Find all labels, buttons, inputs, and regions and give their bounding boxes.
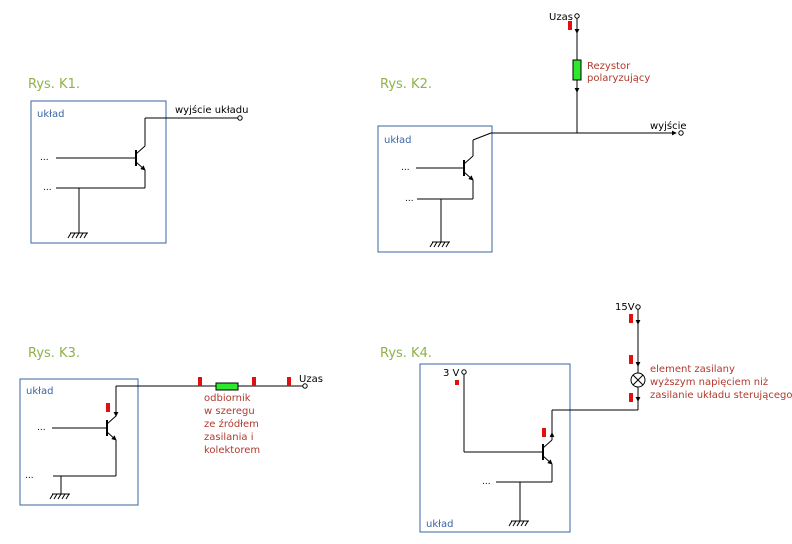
fig-k3-input-dots-1: ... — [37, 423, 46, 433]
fig-k2-input-dots-2: ... — [405, 194, 414, 204]
fig-k3-load — [215, 382, 239, 391]
fig-k4-wires — [463, 309, 641, 527]
fig-k4-element-label-1: element zasilany — [650, 364, 735, 375]
fig-k4-marker-3v — [455, 380, 459, 385]
fig-k3-box — [19, 378, 139, 506]
fig-k3-input-dots-2: ... — [25, 471, 34, 481]
fig-k4-marker-3 — [629, 393, 633, 402]
fig-k3-marker-collector — [106, 403, 110, 412]
figure-k2: Rys. K2. układ Uzas — [377, 12, 687, 253]
fig-k3-box-label: układ — [26, 386, 53, 397]
fig-k3-load-label-5: kolektorem — [204, 445, 260, 456]
fig-k1-box-label: układ — [37, 109, 64, 120]
fig-k4-marker-2 — [629, 355, 633, 364]
fig-k3-supply-label: Uzas — [299, 374, 323, 385]
fig-k3-load-label-1: odbiornik — [204, 393, 251, 404]
fig-k1-output-terminal — [237, 115, 243, 121]
fig-k2-resistor — [572, 59, 582, 81]
fig-k2-marker-top — [568, 21, 572, 30]
fig-k4-marker-collector — [542, 428, 546, 437]
figure-k3: Rys. K3. układ Uzas — [19, 346, 323, 506]
fig-k4-supply-high-label: 15V — [615, 302, 635, 313]
fig-k1-output-label: wyjście układu — [175, 104, 248, 116]
fig-k3-wires — [49, 385, 303, 500]
fig-k2-supply-terminal — [574, 13, 580, 19]
fig-k3-supply-terminal — [302, 383, 308, 389]
fig-k1-input-dots-1: ... — [40, 153, 49, 163]
figure-k4: Rys. K4. układ 3 V 15V — [380, 302, 792, 533]
fig-k3-marker-2 — [252, 377, 256, 386]
fig-k3-load-label-4: zasilania i — [204, 432, 253, 443]
fig-k2-box — [377, 125, 493, 253]
fig-k4-element-label-3: zasilanie układu sterującego — [650, 390, 792, 401]
fig-k3-marker-1 — [198, 377, 202, 386]
fig-k4-box — [419, 363, 571, 533]
fig-k4-supply-high-terminal — [635, 304, 641, 310]
fig-k2-output-terminal — [678, 130, 684, 136]
fig-k2-title: Rys. K2. — [380, 77, 432, 92]
fig-k1-wires — [56, 117, 238, 239]
fig-k2-output-label: wyjście — [650, 120, 687, 132]
fig-k4-box-label: układ — [426, 519, 453, 530]
fig-k2-resistor-label-2: polaryzujący — [587, 73, 650, 84]
fig-k3-title: Rys. K3. — [28, 346, 80, 361]
fig-k4-element-label-2: wyższym napięciem niż — [650, 377, 768, 388]
fig-k4-marker-1 — [629, 314, 633, 323]
figure-k1: Rys. K1. układ wyjście uk — [28, 77, 248, 244]
fig-k2-wires — [416, 18, 677, 248]
fig-k3-marker-3 — [287, 377, 291, 386]
fig-k4-title: Rys. K4. — [380, 346, 432, 361]
fig-k3-load-label-3: ze źródłem — [204, 418, 259, 430]
fig-k1-box — [30, 100, 167, 244]
fig-k2-box-label: układ — [384, 135, 411, 146]
fig-k2-supply-label: Uzas — [549, 12, 573, 23]
fig-k1-input-dots-2: ... — [43, 183, 52, 193]
fig-k2-input-dots-1: ... — [401, 163, 410, 173]
fig-k2-resistor-label-1: Rezystor — [587, 61, 631, 72]
fig-k1-title: Rys. K1. — [28, 77, 80, 92]
fig-k4-supply-low-terminal — [461, 369, 467, 375]
fig-k3-load-label-2: w szeregu — [204, 406, 255, 417]
fig-k4-lamp-icon — [630, 372, 646, 388]
fig-k4-supply-low-label: 3 V — [443, 368, 460, 379]
fig-k4-input-dots-1: ... — [482, 477, 491, 487]
